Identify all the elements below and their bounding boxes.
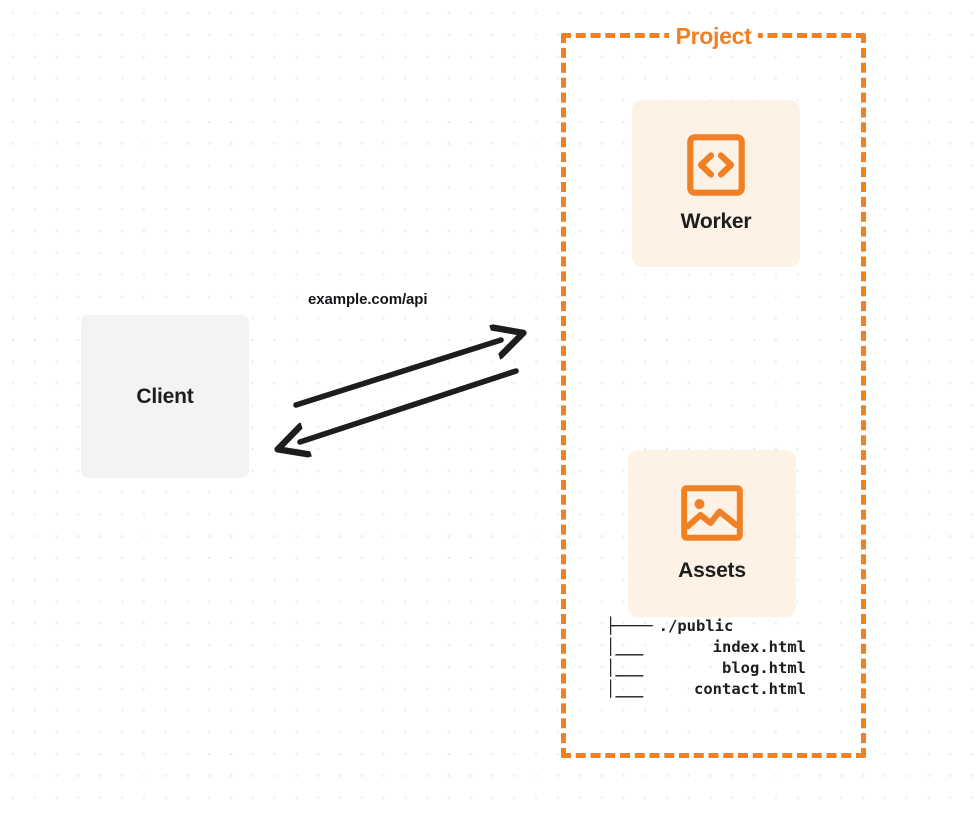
tree-item-name: index.html [712, 638, 806, 656]
client-node[interactable]: Client [81, 315, 249, 478]
tree-branch-glyph: │___ [606, 659, 644, 677]
assets-file-tree: ├──── ./public │___ index.html │___ blog… [606, 616, 806, 700]
tree-item-name: contact.html [694, 680, 806, 698]
tree-item-name: blog.html [722, 659, 806, 677]
tree-branch-glyph: ├──── [606, 617, 653, 635]
response-arrow [300, 368, 519, 442]
assets-node[interactable]: Assets [628, 450, 796, 617]
tree-branch-glyph: │___ [606, 680, 644, 698]
client-label: Client [136, 384, 194, 408]
tree-branch-glyph: │___ [606, 638, 644, 656]
request-arrow [293, 340, 501, 408]
worker-node[interactable]: Worker [632, 100, 800, 267]
project-container: Project [561, 22, 866, 758]
project-title: Project [668, 22, 759, 50]
connection-label: example.com/api [308, 291, 428, 308]
tree-item-name: ./public [658, 617, 734, 635]
image-icon [681, 484, 743, 541]
assets-label: Assets [678, 558, 746, 582]
file-tree-row: ├──── ./public [606, 616, 806, 637]
file-tree-row: │___ contact.html [606, 679, 806, 700]
code-brackets-icon [687, 133, 745, 196]
file-tree-row: │___ blog.html [606, 658, 806, 679]
file-tree-row: │___ index.html [606, 637, 806, 658]
worker-label: Worker [680, 209, 752, 233]
